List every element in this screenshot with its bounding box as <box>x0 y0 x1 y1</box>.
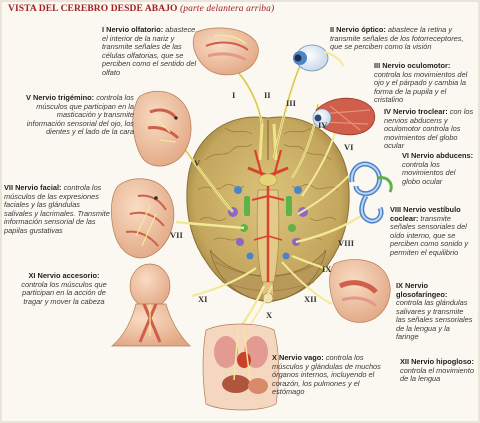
desc-oculomotor: controla los movimientos del ojo y el pá… <box>374 69 468 104</box>
desc-vago: controla los músculos y glándulas de muc… <box>272 353 381 396</box>
glossopharyngeal-vignette <box>329 259 391 323</box>
trigeminal-face-vignette <box>132 91 192 167</box>
label-hipogloso: XII Nervio hipogloso: controla el movimi… <box>400 357 474 384</box>
svg-text:I: I <box>232 90 236 100</box>
inner-ear-vignette <box>349 161 393 224</box>
label-vago: X Nervio vago: controla los músculos y g… <box>272 353 382 397</box>
facial-head-vignette <box>111 178 175 259</box>
desc-vestibulococlear: transmite señales sensoriales del oído i… <box>390 213 469 257</box>
name-accesorio: XI Nervio accesorio: <box>28 271 100 280</box>
label-glosofaringeo: IX Nervio glosofaríngeo: controla las gl… <box>396 281 474 342</box>
desc-accesorio: controla los músculos que participan en … <box>21 279 107 306</box>
label-abducens: VI Nervio abducens: controla los movimie… <box>402 151 474 186</box>
svg-text:IV: IV <box>318 120 328 130</box>
olfactory-nose-vignette <box>192 27 259 76</box>
svg-text:X: X <box>266 310 273 320</box>
label-accesorio: XI Nervio accesorio: controla los múscul… <box>18 271 110 306</box>
brain-underside <box>186 116 350 304</box>
svg-text:III: III <box>286 98 297 108</box>
label-troclear: IV Nervio troclear: con los nervios abdu… <box>384 107 474 151</box>
label-optico: II Nervio óptico: abastece la retina y t… <box>330 25 470 52</box>
vagus-torso-vignette <box>202 323 280 411</box>
svg-text:VII: VII <box>170 230 183 240</box>
name-optico: II Nervio óptico: <box>330 25 386 34</box>
label-oculomotor: III Nervio oculomotor: controla los movi… <box>374 61 474 105</box>
name-troclear: IV Nervio troclear: <box>384 107 448 116</box>
desc-glosofaringeo: controla las glándulas salivares y trans… <box>396 298 473 341</box>
svg-text:V: V <box>194 158 201 168</box>
name-trigemino: V Nervio trigémino: <box>25 93 95 102</box>
svg-text:VI: VI <box>344 142 354 152</box>
label-trigemino: V Nervio trigémino: controla los músculo… <box>24 93 134 137</box>
label-facial: VII Nervio facial: controla los músculos… <box>4 183 110 235</box>
nerve-numerals: I II III IV VI V VII VIII IX XII XI X <box>170 90 355 320</box>
name-olfatorio: I Nervio olfatorio: <box>102 25 164 34</box>
eye-muscles-vignette <box>312 97 376 136</box>
diagram-title: VISTA DEL CEREBRO DESDE ABAJO (parte del… <box>8 4 274 14</box>
svg-text:XI: XI <box>198 294 208 304</box>
desc-abducens: controla los movimientos del globo ocula… <box>402 159 456 186</box>
svg-text:XII: XII <box>304 294 317 304</box>
desc-facial: controla los músculos de las expresiones… <box>4 183 110 235</box>
desc-optico: abastece la retina y transmite señales d… <box>330 25 464 51</box>
name-oculomotor: III Nervio oculomotor: <box>374 61 451 70</box>
desc-hipogloso: controla el movimiento de la lengua <box>400 365 474 383</box>
desc-trigemino: controla los músculos que participan en … <box>26 93 134 136</box>
title-subtitle: (parte delantera arriba) <box>180 4 275 14</box>
eye-vignette <box>293 44 345 72</box>
name-hipogloso: XII Nervio hipogloso: <box>400 357 474 366</box>
accessory-neck-vignette <box>111 263 191 347</box>
desc-olfatorio: abastece el interior de la nariz y trans… <box>102 25 197 77</box>
label-olfatorio: I Nervio olfatorio: abastece el interior… <box>102 25 198 77</box>
svg-text:IX: IX <box>322 264 332 274</box>
svg-text:VIII: VIII <box>338 238 355 248</box>
name-facial: VII Nervio facial: <box>4 183 62 192</box>
name-vestibulococlear: VIII Nervio vestíbulo coclear: <box>390 205 461 223</box>
desc-troclear: con los nervios abducens y oculomotor co… <box>384 107 474 150</box>
title-main: VISTA DEL CEREBRO DESDE ABAJO <box>8 4 178 14</box>
label-vestibulococlear: VIII Nervio vestíbulo coclear: transmite… <box>390 205 474 257</box>
name-vago: X Nervio vago: <box>272 353 324 362</box>
svg-text:II: II <box>264 90 271 100</box>
name-abducens: VI Nervio abducens: <box>402 151 474 160</box>
name-glosofaringeo: IX Nervio glosofaríngeo: <box>396 281 448 299</box>
